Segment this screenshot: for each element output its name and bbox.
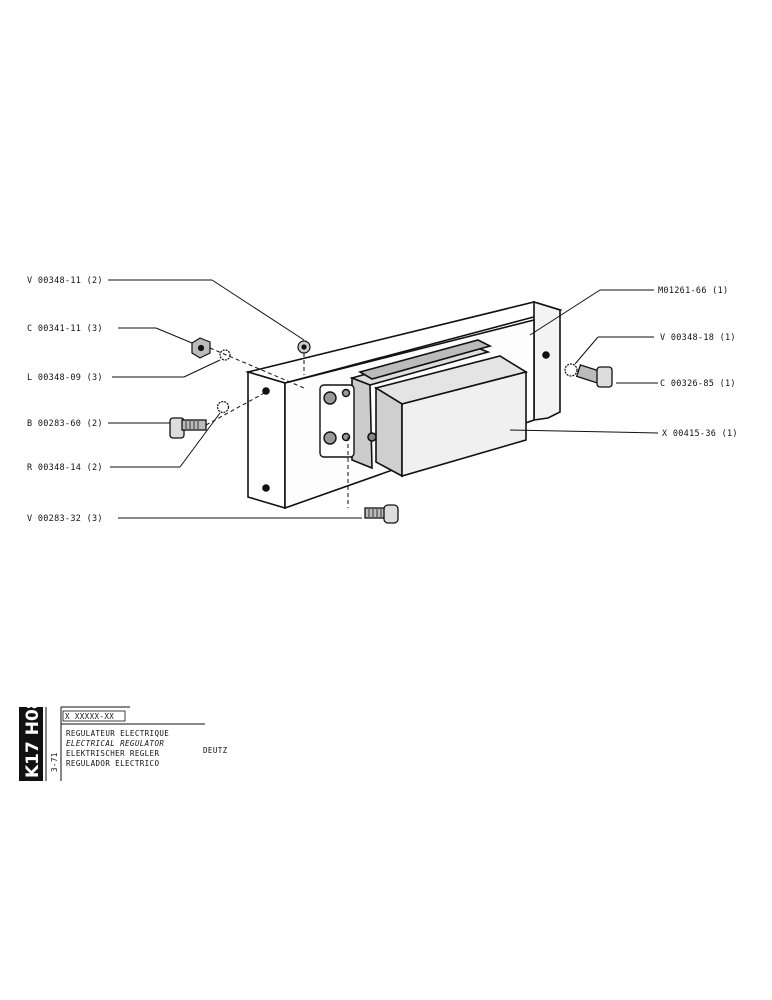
terminal-block	[319, 384, 355, 458]
part-label: C 00341-11 (3)	[27, 324, 103, 334]
screw-icon	[364, 504, 399, 524]
bolt-icon	[169, 417, 207, 439]
title-en: ELECTRICAL REGULATOR	[66, 739, 164, 748]
spring-washer-icon	[564, 363, 578, 377]
part-labels-left: V 00348-11 (2) C 00341-11 (3) L 00348-09…	[27, 276, 103, 524]
washer-icon	[216, 400, 230, 414]
title-block: K17 H08.0 3-71 X XXXXX-XX REGULATEUR ELE…	[19, 679, 228, 781]
part-label: V 00283-32 (3)	[27, 514, 103, 524]
leader-lines	[108, 279, 659, 519]
code-strip	[19, 707, 43, 781]
drawing-date: 3-71	[50, 752, 59, 772]
reference-number: X XXXXX-XX	[65, 712, 114, 721]
lock-washer-icon	[219, 349, 231, 361]
hex-nut-icon	[191, 337, 211, 359]
part-label: L 00348-09 (3)	[27, 373, 103, 383]
manufacturer: DEUTZ	[203, 746, 228, 755]
part-label: X 00415-36 (1)	[662, 429, 738, 439]
part-label: V 00348-11 (2)	[27, 276, 103, 286]
part-label: M01261-66 (1)	[658, 286, 728, 296]
drawing-code: K17 H08.0	[23, 679, 43, 778]
nut-icon	[297, 340, 311, 354]
title-es: REGULADOR ELECTRICO	[66, 759, 159, 768]
part-label: V 00348-18 (1)	[660, 333, 736, 343]
title-fr: REGULATEUR ELECTRIQUE	[66, 729, 169, 738]
cap-screw-icon	[575, 364, 613, 388]
part-label: R 00348-14 (2)	[27, 463, 103, 473]
part-label: B 00283-60 (2)	[27, 419, 103, 429]
title-de: ELEKTRISCHER REGLER	[66, 749, 159, 758]
part-labels-right: M01261-66 (1) V 00348-18 (1) C 00326-85 …	[658, 286, 738, 439]
part-label: C 00326-85 (1)	[660, 379, 736, 389]
